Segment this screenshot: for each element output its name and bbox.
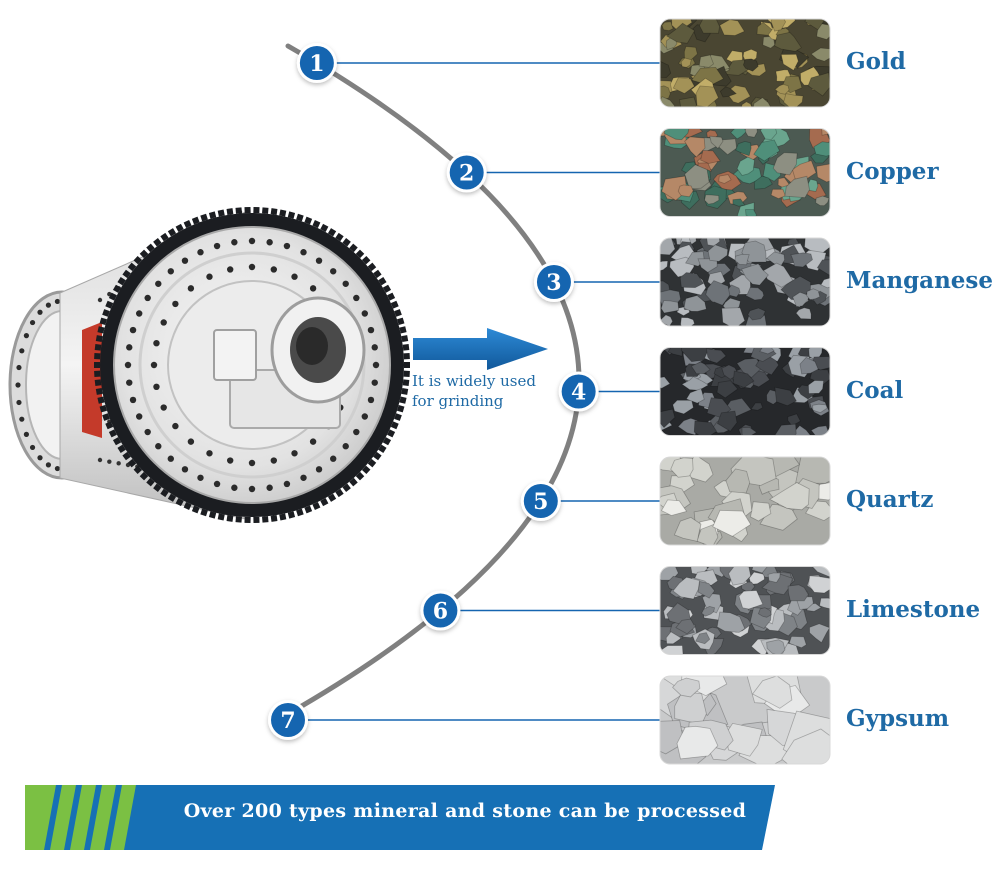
connector-lines [288, 62, 660, 721]
mineral-label-gold: Gold [846, 48, 906, 75]
badge-number: 4 [571, 380, 586, 406]
mineral-sample-photo [659, 675, 831, 765]
number-badge: 1 [296, 43, 337, 83]
badge-number: 5 [533, 489, 548, 515]
usage-caption-line-2: for grinding [412, 392, 504, 410]
mineral-label-copper: Copper [846, 157, 939, 185]
badge-number: 7 [280, 708, 295, 734]
badge-number: 6 [433, 599, 448, 625]
usage-caption-line-1: It is widely used [412, 372, 536, 390]
mineral-sample-photo [659, 237, 831, 327]
mineral-label-coal: Coal [846, 376, 904, 404]
mineral-sample-photo [659, 456, 831, 546]
mill-gear-teeth [94, 206, 410, 524]
number-badge: 4 [558, 371, 599, 412]
badge-number: 3 [546, 270, 561, 296]
mineral-sample-photo [659, 18, 831, 108]
number-badges: 1 2 3 4 5 6 7 [268, 43, 599, 740]
banner-stripes [25, 785, 136, 850]
banner-background [25, 785, 775, 850]
number-badge: 7 [268, 700, 308, 740]
right-arrow-icon [413, 328, 548, 370]
mineral-label-quartz: Quartz [846, 486, 934, 513]
ball-mill-machine [8, 206, 410, 524]
number-badge: 6 [420, 590, 461, 631]
mineral-label-manganese: Manganese [846, 267, 994, 294]
banner-text: Over 200 types mineral and stone can be … [183, 800, 747, 822]
mineral-label-gypsum: Gypsum [846, 705, 950, 732]
mineral-sample-photo [659, 128, 831, 217]
number-badge: 5 [520, 481, 561, 521]
number-badge: 3 [533, 262, 574, 302]
usage-caption: It is widely used for grinding [412, 371, 536, 411]
mineral-photos [659, 18, 831, 765]
mineral-label-limestone: Limestone [846, 595, 981, 623]
number-badge: 2 [446, 152, 487, 193]
mineral-sample-photo [659, 566, 831, 655]
footer-banner [25, 785, 775, 850]
badge-number: 2 [459, 161, 474, 187]
badge-number: 1 [309, 51, 324, 77]
mineral-sample-photo [659, 347, 831, 436]
